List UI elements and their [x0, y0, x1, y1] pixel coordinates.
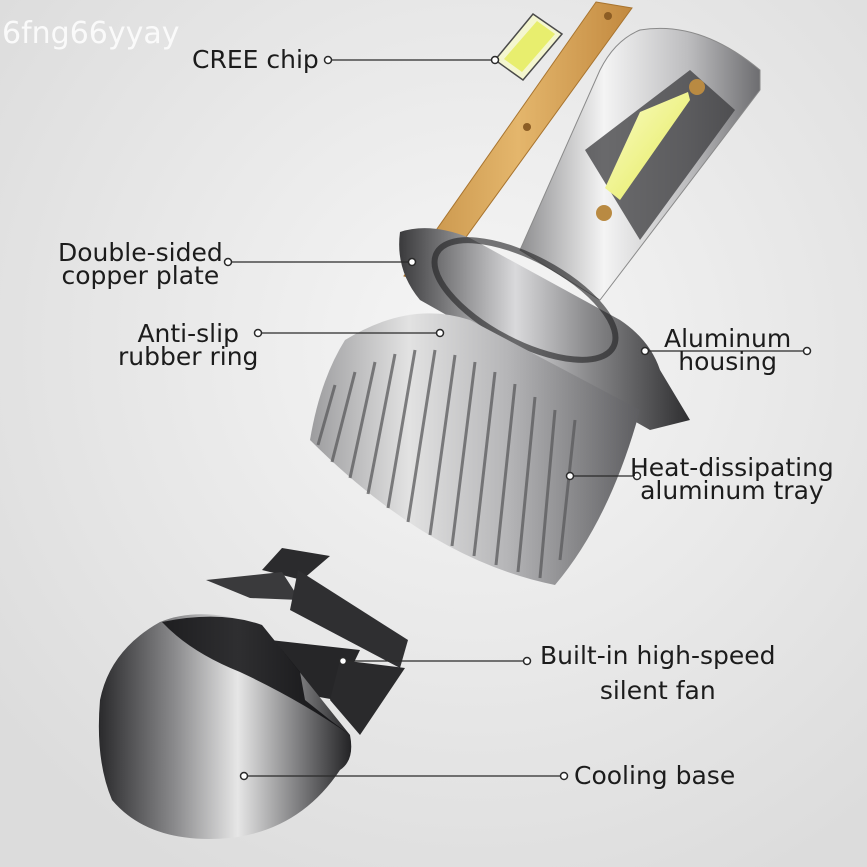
fan	[206, 548, 408, 735]
label-cree-chip: CREE chip	[192, 45, 319, 74]
label-cooling-base: Cooling base	[574, 761, 736, 790]
rubber-ring	[399, 228, 690, 430]
label-fan: Built-in high-speed silent fan	[540, 641, 776, 705]
label-aluminum-tray: Heat-dissipating aluminum tray	[630, 453, 834, 505]
watermark: 6fng66yyay	[2, 16, 180, 51]
aluminum-tray	[310, 313, 640, 585]
callout-lines	[228, 59, 807, 777]
label-aluminum-housing: Aluminum housing	[664, 324, 792, 376]
cooling-base	[98, 614, 352, 839]
led-tube	[519, 27, 761, 301]
callout-dots	[223, 55, 812, 781]
label-rubber-ring: Anti-slip rubber ring	[118, 319, 259, 371]
label-copper-plate: Double-sided copper plate	[58, 238, 223, 290]
cree-chip	[493, 12, 564, 82]
